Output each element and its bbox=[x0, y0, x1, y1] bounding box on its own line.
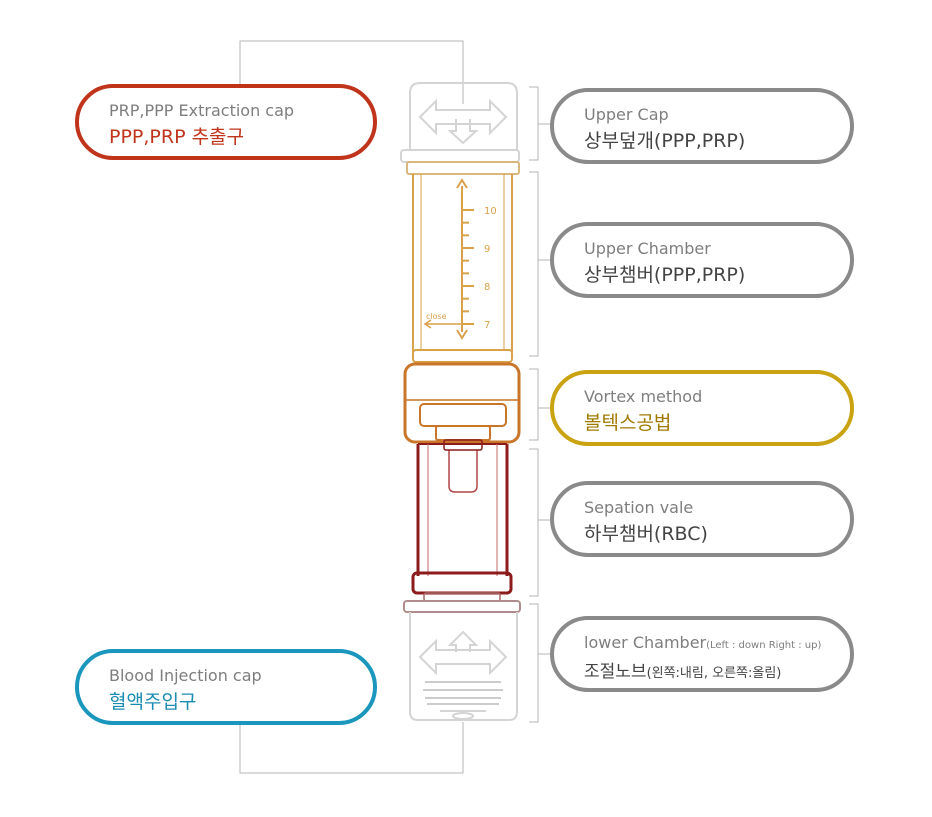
extraction-cap-label-en: PRP,PPP Extraction cap bbox=[109, 101, 295, 120]
vortex-connector bbox=[403, 362, 521, 444]
lower-chamber-direction-note: (Left : down Right : up) bbox=[706, 640, 822, 651]
extraction-cap-label-ko: PPP,PRP 추출구 bbox=[109, 126, 245, 148]
upper-cap-bracket bbox=[529, 86, 539, 161]
upper-chamber-label-en: Upper Chamber bbox=[584, 239, 711, 258]
upper-chamber-label-ko: 상부챔버(PPP,PRP) bbox=[584, 264, 746, 286]
upper-cap-label-ko: 상부덮개(PPP,PRP) bbox=[584, 130, 746, 152]
vortex-label-en: Vortex method bbox=[584, 387, 703, 406]
extraction-connector bbox=[239, 40, 464, 104]
vortex-method-callout: Vortex method 볼텍스공법 bbox=[550, 370, 854, 446]
blood-injection-cap-callout: Blood Injection cap 혈액주입구 bbox=[75, 649, 377, 725]
scale-label: 10 bbox=[484, 206, 497, 217]
up-arrow-icon bbox=[447, 630, 479, 652]
lower-chamber bbox=[411, 439, 513, 602]
vortex-label-ko: 볼텍스공법 bbox=[584, 412, 672, 434]
separation-valve-callout: Sepation vale 하부챔버(RBC) bbox=[550, 481, 854, 557]
blood-injection-label-en: Blood Injection cap bbox=[109, 666, 262, 685]
separation-label-ko: 하부챔버(RBC) bbox=[584, 523, 708, 545]
lower-chamber-callout: lower Chamber(Left : down Right : up) 조절… bbox=[550, 616, 854, 692]
scale-label: 7 bbox=[484, 320, 490, 331]
lower-cap bbox=[403, 600, 521, 721]
close-label: close bbox=[426, 312, 447, 321]
scale-top-arrow bbox=[456, 178, 468, 189]
scale-label: 8 bbox=[484, 282, 490, 293]
upper-chamber-bracket bbox=[529, 171, 539, 357]
adjust-knob-title: 조절노브 bbox=[584, 662, 647, 682]
double-arrow-icon bbox=[418, 638, 508, 676]
upper-cap bbox=[400, 82, 520, 163]
lower-chamber-label-en: lower Chamber(Left : down Right : up) bbox=[584, 634, 850, 655]
double-arrow-icon bbox=[418, 98, 508, 136]
adjust-knob-direction-note: (왼쪽:내림, 오른쪽:올림) bbox=[646, 666, 782, 681]
upper-chamber-callout: Upper Chamber 상부챔버(PPP,PRP) bbox=[550, 222, 854, 298]
separation-bracket bbox=[529, 448, 539, 597]
lower-chamber-label-ko: 조절노브(왼쪽:내림, 오른쪽:올림) bbox=[584, 661, 850, 685]
separation-label-en: Sepation vale bbox=[584, 498, 694, 517]
upper-chamber bbox=[406, 161, 520, 363]
lower-chamber-bracket bbox=[529, 603, 539, 723]
connector-lines bbox=[239, 40, 550, 774]
scale-label: 9 bbox=[484, 244, 490, 255]
volume-scale: 10 9 8 7 close bbox=[423, 178, 497, 340]
upper-cap-label-en: Upper Cap bbox=[584, 105, 669, 124]
down-arrow-icon bbox=[447, 119, 479, 145]
blood-connector bbox=[239, 722, 464, 774]
lower-chamber-title: lower Chamber bbox=[584, 633, 707, 652]
upper-cap-callout: Upper Cap 상부덮개(PPP,PRP) bbox=[550, 88, 854, 164]
vortex-bracket bbox=[529, 368, 539, 441]
scale-bottom-arrow bbox=[456, 329, 468, 340]
extraction-cap-callout: PRP,PPP Extraction cap PPP,PRP 추출구 bbox=[75, 84, 377, 160]
blood-injection-label-ko: 혈액주입구 bbox=[109, 691, 197, 713]
close-pointer-arrow bbox=[423, 319, 432, 329]
